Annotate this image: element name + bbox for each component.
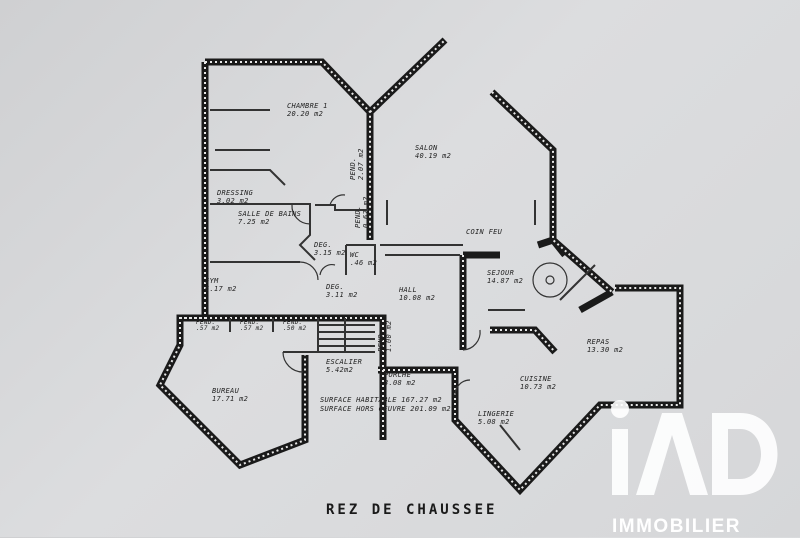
room-area: 17.71 m2 bbox=[212, 395, 249, 403]
plan-title: REZ DE CHAUSSEE bbox=[326, 502, 498, 518]
partition-deg bbox=[315, 204, 368, 211]
room-area: 3.15 m2 bbox=[314, 249, 346, 257]
room-area: 5.08 m2 bbox=[478, 418, 510, 426]
room-name: REPAS bbox=[587, 338, 610, 346]
room-area: 10.08 m2 bbox=[399, 294, 436, 302]
closet-area: 1.00 m2 bbox=[385, 320, 393, 352]
closet-name: PEND. bbox=[196, 319, 216, 326]
room-label: DEG.3.15 m2 bbox=[314, 241, 346, 257]
fireplace bbox=[532, 262, 568, 298]
room-name: SALON bbox=[415, 144, 438, 152]
surface-hors-oeuvre: SURFACE HORS OEUVRE 201.09 m2 bbox=[320, 405, 451, 413]
partition-bains bbox=[210, 203, 316, 261]
closet-area: .57 m2 bbox=[196, 325, 220, 332]
closet-area: 0.62 m2 bbox=[362, 196, 370, 228]
room-area: 10.73 m2 bbox=[520, 383, 557, 391]
coin-feu-label: COIN FEU bbox=[466, 228, 503, 236]
room-area: 3.02 m2 bbox=[217, 197, 249, 205]
wall-pend-row bbox=[180, 314, 387, 440]
closet-area: 2.07 m2 bbox=[357, 148, 365, 180]
room-area: 40.19 m2 bbox=[415, 152, 452, 160]
room-area: 7.25 m2 bbox=[238, 218, 270, 226]
partition-wc bbox=[346, 244, 376, 275]
room-name: DRESSING bbox=[217, 189, 254, 197]
closet-label: PEND.2.07 m2 bbox=[349, 148, 365, 180]
wall-repas-diag bbox=[578, 288, 614, 314]
room-name: GYM bbox=[205, 277, 219, 285]
room-name: BUREAU bbox=[212, 387, 240, 395]
wall-east bbox=[489, 89, 615, 295]
iad-subtitle: IMMOBILIER bbox=[612, 516, 741, 537]
room-label: WC.46 m2 bbox=[350, 251, 377, 267]
partition-dressing bbox=[210, 169, 286, 186]
closet-label: PEND.0.62 m2 bbox=[354, 196, 370, 228]
room-name: LINGERIE bbox=[478, 410, 515, 418]
room-name: CUISINE bbox=[520, 375, 552, 383]
room-name: WC bbox=[350, 251, 360, 259]
iad-logo bbox=[611, 400, 778, 495]
wall-sejour-diag bbox=[536, 235, 568, 258]
closet-name: PEND. bbox=[377, 329, 385, 352]
closet-label: PEND..57 m2 bbox=[240, 320, 263, 332]
room-name: DEG. bbox=[314, 241, 333, 249]
closet-area: .50 m2 bbox=[283, 325, 307, 332]
room-name: SALLE DE BAINS bbox=[238, 210, 302, 218]
closet-area: .57 m2 bbox=[240, 325, 264, 332]
room-area: 13.30 m2 bbox=[587, 346, 624, 354]
wall-west bbox=[155, 62, 309, 470]
room-area: .46 m2 bbox=[350, 259, 378, 267]
room-name: PORCHE bbox=[384, 371, 412, 379]
room-area: 6.17 m2 bbox=[205, 285, 237, 293]
closet-name: PEND. bbox=[354, 205, 362, 228]
surface-habitable: SURFACE HABITABLE 167.27 m2 bbox=[320, 396, 442, 404]
room-name: SEJOUR bbox=[487, 269, 515, 277]
room-name: HALL bbox=[399, 286, 418, 294]
room-label: DEG.3.11 m2 bbox=[326, 283, 358, 299]
closet-name: PEND. bbox=[283, 319, 303, 326]
room-area: 5.42m2 bbox=[326, 366, 354, 374]
room-name: DEG. bbox=[326, 283, 345, 291]
closet-label: PEND.1.00 m2 bbox=[377, 320, 393, 352]
room-area: 3.11 m2 bbox=[326, 291, 358, 299]
room-area: 3.08 m2 bbox=[384, 379, 416, 387]
closet-label: PEND..50 m2 bbox=[283, 320, 306, 332]
room-area: 20.20 m2 bbox=[287, 110, 324, 118]
closet-name: PEND. bbox=[349, 157, 357, 180]
closet-name: PEND. bbox=[240, 319, 260, 326]
room-area: 14.87 m2 bbox=[487, 277, 524, 285]
room-name: CHAMBRE 1 bbox=[287, 102, 328, 110]
closet-label: PEND..57 m2 bbox=[196, 320, 219, 332]
room-name: ESCALIER bbox=[326, 358, 363, 366]
